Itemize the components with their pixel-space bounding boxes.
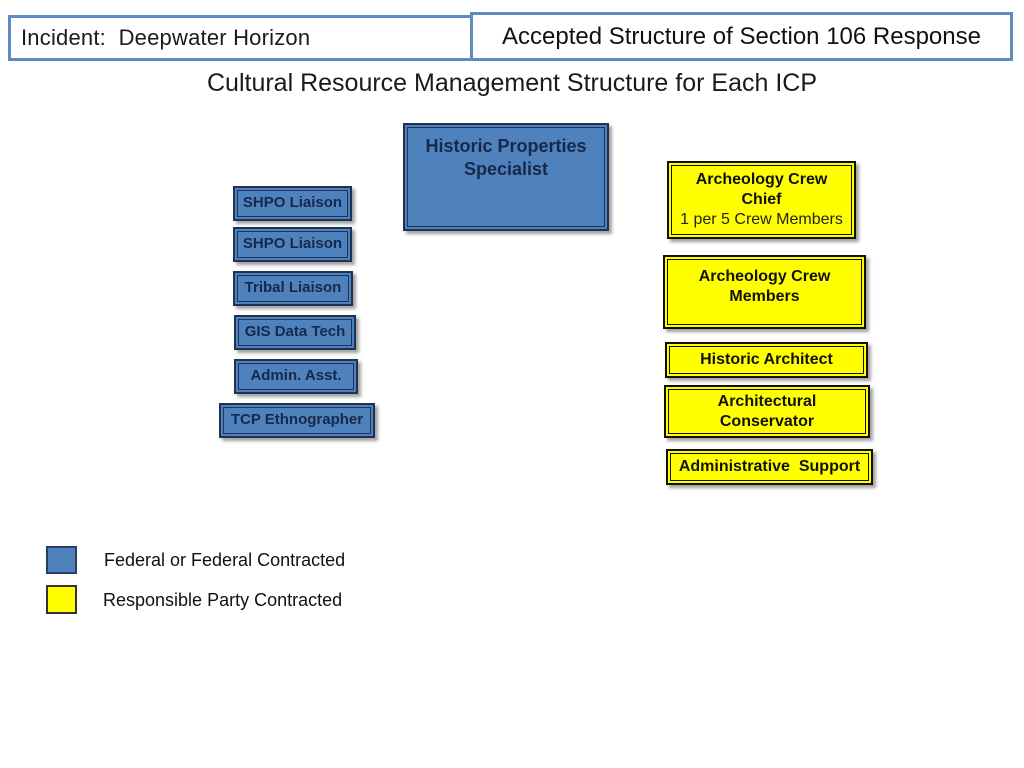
accepted-structure-label: Accepted Structure of Section 106 Respon… xyxy=(502,22,981,50)
org-box-label: Historic Architect xyxy=(700,351,833,368)
org-box-label: Historic Properties xyxy=(425,136,587,156)
org-box-historic-architect: Historic Architect xyxy=(665,342,868,378)
org-box-label: SHPO Liaison xyxy=(242,235,343,253)
org-box-gis-data-tech: GIS Data Tech xyxy=(234,315,356,350)
org-box-label: Archeology Crew xyxy=(695,171,828,188)
org-box-shpo-liaison-1: SHPO Liaison xyxy=(233,186,352,221)
org-box-shpo-liaison-2: SHPO Liaison xyxy=(233,227,352,262)
org-box-note: 1 per 5 Crew Members xyxy=(680,211,843,228)
org-box-tcp-ethnographer: TCP Ethnographer xyxy=(219,403,375,438)
incident-label: Incident: Deepwater Horizon xyxy=(21,25,311,50)
org-box-label: Tribal Liaison xyxy=(244,279,342,297)
org-box-label: Administrative Support xyxy=(678,458,861,475)
legend-swatch-federal xyxy=(46,546,77,574)
org-box-label: TCP Ethnographer xyxy=(230,411,364,429)
org-box-label: Admin. Asst. xyxy=(250,367,342,385)
org-box-archeology-crew-chief: Archeology Crew Chief 1 per 5 Crew Membe… xyxy=(667,161,856,239)
legend-label-federal: Federal or Federal Contracted xyxy=(104,550,346,570)
org-box-label: Conservator xyxy=(719,412,815,430)
org-box-label: SHPO Liaison xyxy=(242,194,343,212)
org-box-architectural-conservator: Architectural Conservator xyxy=(664,385,870,438)
legend-swatch-responsible-party xyxy=(46,585,77,614)
accepted-structure-box: Accepted Structure of Section 106 Respon… xyxy=(470,12,1013,61)
legend-label-responsible-party: Responsible Party Contracted xyxy=(103,590,343,610)
org-box-admin-asst: Admin. Asst. xyxy=(234,359,358,394)
org-box-administrative-support: Administrative Support xyxy=(666,449,873,485)
org-box-tribal-liaison: Tribal Liaison xyxy=(233,271,353,306)
org-box-label: Chief xyxy=(741,191,782,208)
org-box-label: Architectural xyxy=(717,392,817,410)
org-box-label: Members xyxy=(729,288,800,305)
org-box-historic-properties-specialist: Historic Properties Specialist xyxy=(403,123,609,231)
org-box-archeology-crew-members: Archeology Crew Members xyxy=(663,255,866,329)
org-box-label: GIS Data Tech xyxy=(244,323,346,341)
org-box-label: Specialist xyxy=(463,158,549,179)
org-box-label: Archeology Crew xyxy=(698,268,831,285)
page-title: Cultural Resource Management Structure f… xyxy=(207,69,817,97)
